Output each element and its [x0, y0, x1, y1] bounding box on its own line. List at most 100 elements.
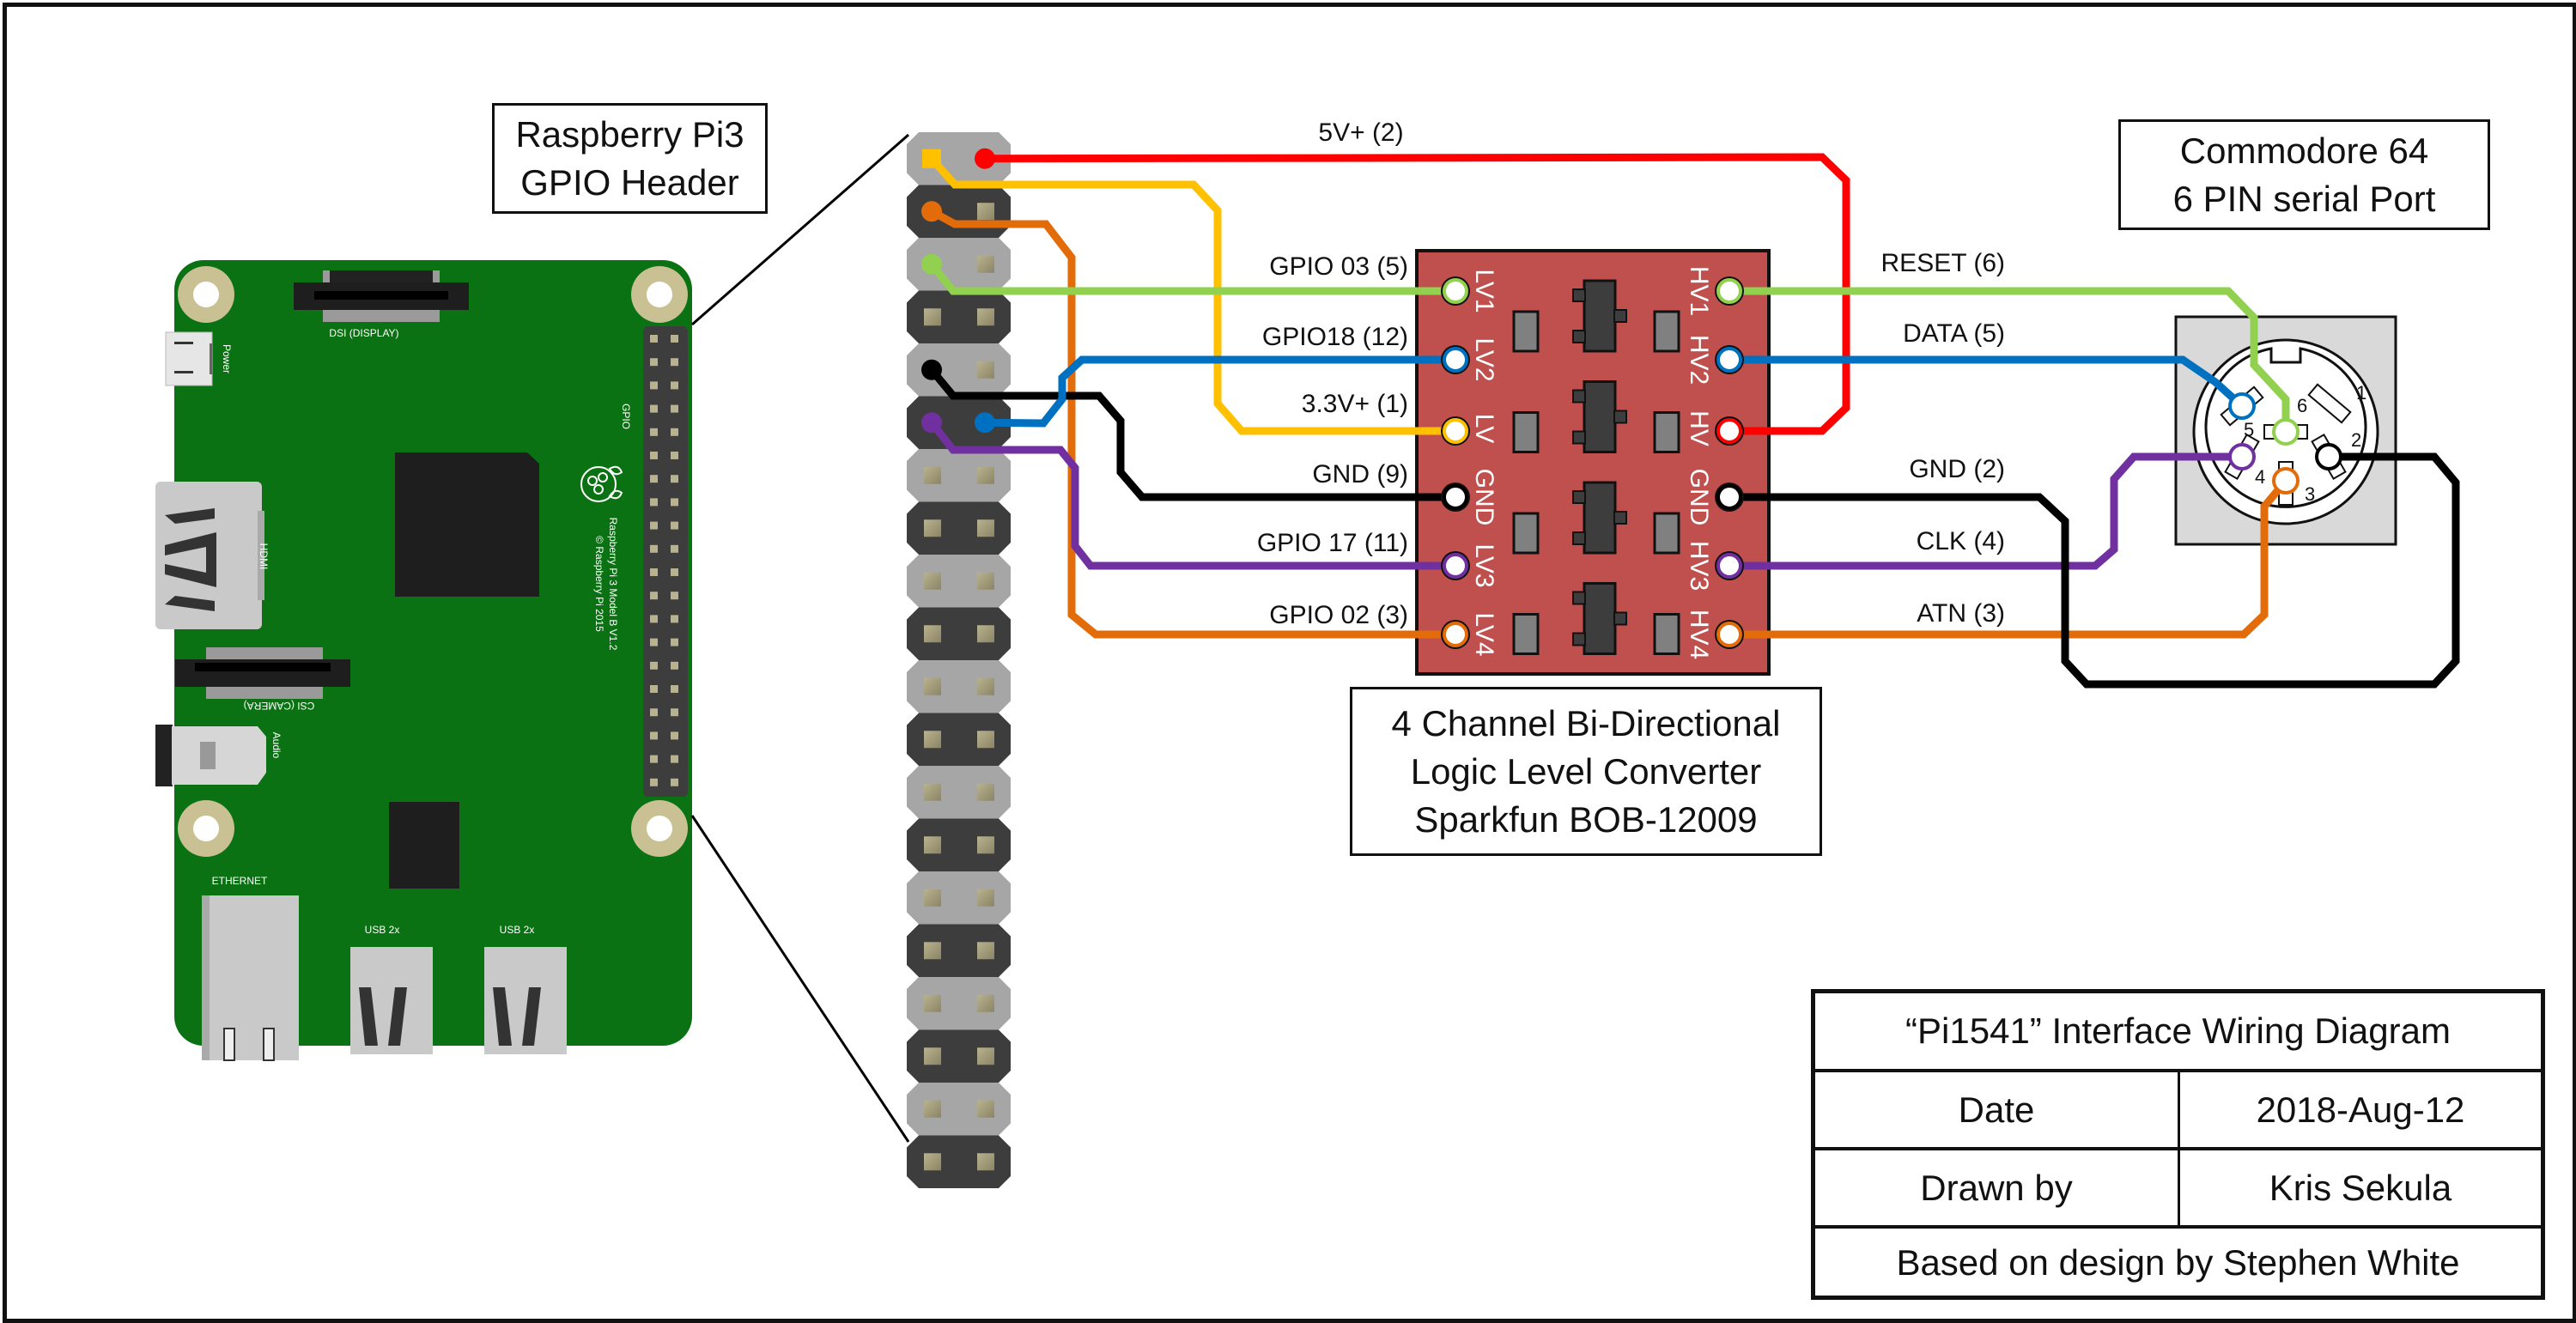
terminal-atn: [2272, 467, 2300, 495]
board-header-pin: [671, 521, 678, 530]
converter-pin-label-hv: GND: [1685, 469, 1713, 526]
title-row: “Pi1541” Interface Wiring Diagram: [1815, 993, 2541, 1072]
wire-label-3v3: 3.3V+ (1): [1302, 390, 1408, 418]
mosfet-leg: [1572, 330, 1586, 343]
header-row: [907, 555, 1011, 608]
wire-label-gnd-c64: GND (2): [1909, 455, 2005, 483]
board-header-pin: [650, 638, 658, 646]
board-header-pin: [650, 568, 658, 576]
header-row: [907, 238, 1011, 291]
wire-label-atn: ATN (3): [1917, 599, 2005, 628]
wire-gpio17: [928, 420, 1455, 570]
din-pin-number: 5: [2244, 419, 2254, 440]
board-header-pin: [671, 381, 678, 390]
copyright-label: © Raspberry Pi 2015: [593, 536, 605, 632]
gpio-header-enlarged: [907, 132, 1011, 1188]
converter-pin-label-lv: LV2: [1470, 337, 1498, 381]
hdmi-connector: [155, 482, 264, 629]
board-header-pin: [671, 731, 678, 740]
wire-end-gnd-pi: [921, 359, 942, 380]
board-header-pin: [650, 475, 658, 483]
terminal-clk: [2228, 443, 2256, 470]
wire-labels: 5V+ (2)GPIO 03 (5)GPIO18 (12)3.3V+ (1)GN…: [1257, 118, 2005, 629]
board-header-pin: [671, 452, 678, 459]
zoom-line-bottom: [690, 815, 910, 1143]
model-label: Raspberry Pi 3 Model B V1.2: [607, 518, 619, 651]
converter-pin-label-hv: HV4: [1685, 610, 1713, 659]
soc-chip: [395, 452, 539, 597]
header-row: [907, 1083, 1011, 1136]
header-pin: [977, 942, 994, 960]
wire-label-5v: 5V+ (2): [1318, 118, 1403, 147]
board-header-pin: [650, 661, 658, 670]
drawn-by-label: Drawn by: [1815, 1150, 2180, 1225]
mosfet-leg: [1572, 632, 1586, 646]
board-header-pin: [671, 615, 678, 623]
header-pin: [977, 677, 994, 695]
board-header-pin: [650, 755, 658, 763]
terminal-gpio03: [1443, 278, 1468, 304]
drawn-by-value: Kris Sekula: [2269, 1167, 2452, 1208]
terminal-gnd-c64: [2315, 443, 2342, 470]
ethernet-label: ETHERNET: [212, 875, 268, 887]
header-pin: [977, 572, 994, 590]
wire-gpio02: [929, 208, 1455, 639]
board-header-pin: [671, 544, 678, 553]
header-row: [907, 607, 1011, 660]
wire-atn: [1729, 478, 2289, 639]
header-pin: [924, 308, 941, 326]
converter-pin-label-lv: GND: [1470, 469, 1498, 526]
c64-label-box: Commodore 64 6 PIN serial Port: [2118, 119, 2490, 230]
board-header-pin: [671, 661, 678, 670]
board-header-pin: [650, 685, 658, 693]
wire-end-gpio17: [921, 412, 942, 434]
resistor: [1512, 411, 1540, 453]
wire-label-clk: CLK (4): [1917, 527, 2005, 555]
header-pin: [924, 783, 941, 801]
zoom-line-top: [691, 133, 909, 326]
credit-text: Based on design by Stephen White: [1896, 1242, 2460, 1283]
board-header-pin: [650, 521, 658, 530]
audio-label: Audio: [270, 732, 283, 759]
din-pin-number: 4: [2255, 466, 2265, 488]
board-header-pin: [650, 428, 658, 436]
header-row: [907, 924, 1011, 977]
c64-label-line-2: 6 PIN serial Port: [2172, 178, 2436, 219]
board-header-pin: [650, 335, 658, 343]
mosfet-leg: [1572, 389, 1586, 404]
mosfet: [1583, 380, 1617, 453]
board-header-pin: [671, 404, 678, 413]
header-pin: [977, 783, 994, 801]
date-value: 2018-Aug-12: [2256, 1089, 2465, 1130]
resistor: [1653, 512, 1680, 555]
din-pin-number: 6: [2297, 395, 2307, 416]
resistor: [1653, 411, 1680, 453]
audio-jack: [155, 725, 266, 786]
converter-label-line-1: 4 Channel Bi-Directional: [1391, 702, 1781, 743]
header-pin: [924, 994, 941, 1012]
wire-end-5v: [975, 148, 995, 169]
board-header-pin: [671, 358, 678, 367]
header-pin: [977, 994, 994, 1012]
terminal-gnd-pi: [1443, 484, 1468, 510]
converter-pin-label-lv: LV3: [1470, 543, 1498, 587]
header-pin: [924, 519, 941, 537]
board-header-pin: [650, 778, 658, 786]
board-header-pin: [671, 498, 678, 507]
header-pin: [977, 1100, 994, 1118]
header-pin: [977, 1153, 994, 1171]
pi-header-label-box: Raspberry Pi3 GPIO Header: [492, 103, 768, 214]
power-label: Power: [221, 344, 233, 373]
pi-header-label-line-1: Raspberry Pi3: [515, 113, 744, 155]
terminal-gpio02: [1443, 622, 1468, 647]
board-header-pin: [671, 685, 678, 693]
header-row: [907, 766, 1011, 819]
mosfet-leg: [1613, 410, 1627, 424]
board-header-pin: [671, 755, 678, 763]
din-pin-number: 2: [2351, 429, 2361, 451]
resistor: [1512, 613, 1540, 655]
header-row: [907, 396, 1011, 449]
credit-row: Based on design by Stephen White: [1815, 1229, 2541, 1297]
